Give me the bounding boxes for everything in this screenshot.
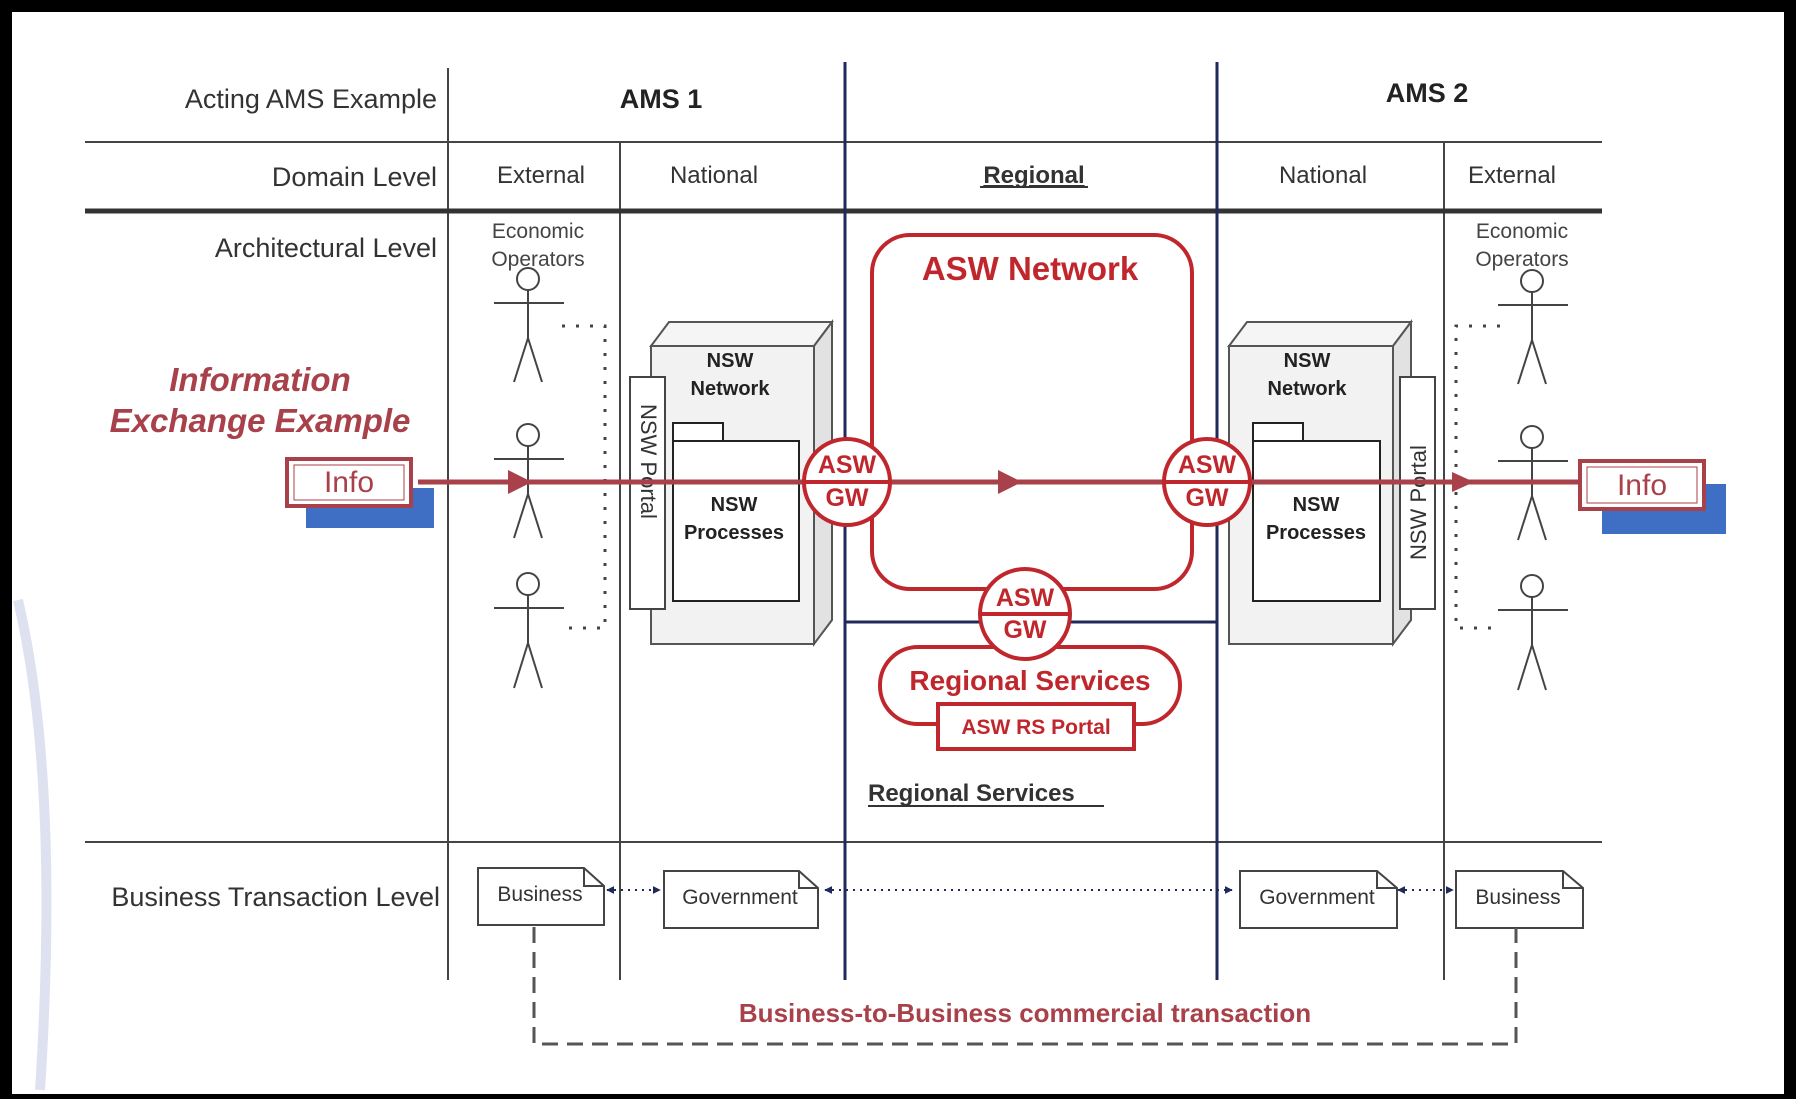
- asw-gw-bottom: ASW GW: [978, 567, 1072, 661]
- b2b-dashed-connector: [532, 927, 1518, 1046]
- b2b-transaction-label: Business-to-Business commercial transact…: [739, 998, 1311, 1028]
- nsw-right-portal: NSW Portal: [1406, 445, 1431, 560]
- nsw-right-network-line2: Network: [1268, 378, 1348, 400]
- domain-left-external: External: [497, 162, 585, 189]
- info-exchange-line1: Information: [169, 361, 350, 398]
- doc-right-business-label: Business: [1475, 886, 1560, 909]
- regional-services-label: Regional Services: [909, 665, 1150, 696]
- nsw-left-network-line2: Network: [691, 378, 771, 400]
- nsw-right-processes-line2: Processes: [1266, 522, 1366, 544]
- flow-arrow-icon: [1452, 472, 1474, 492]
- nsw-left-portal: NSW Portal: [636, 404, 661, 519]
- architectural-level-label: Architectural Level: [215, 233, 437, 263]
- asw-gw-bottom-line2: GW: [1003, 616, 1046, 644]
- eo-right-line2: Operators: [1475, 248, 1568, 271]
- ams1-label: AMS 1: [620, 84, 703, 114]
- flow-arrow-icon: [998, 470, 1022, 494]
- doc-right-business: Business: [1455, 870, 1584, 929]
- economic-operators-right: [1454, 269, 1568, 691]
- nsw-right-network-line1: NSW: [1284, 350, 1331, 372]
- eo-left-line2: Operators: [491, 248, 584, 271]
- person-icon: [1498, 269, 1568, 385]
- asw-gw-right-line1: ASW: [1178, 451, 1237, 479]
- nsw-left-network-line1: NSW: [707, 350, 754, 372]
- economic-operators-left: [494, 267, 607, 689]
- domain-regional: Regional: [983, 162, 1084, 189]
- doc-left-business-label: Business: [497, 883, 582, 906]
- info-left: Info: [285, 457, 434, 528]
- domain-right-external: External: [1468, 162, 1556, 189]
- info-left-label: Info: [324, 466, 374, 499]
- asw-gw-right: ASW GW: [1162, 437, 1252, 527]
- domain-right-national: National: [1279, 162, 1367, 189]
- acting-ams-label: Acting AMS Example: [185, 84, 437, 114]
- business-transaction-label: Business Transaction Level: [111, 882, 440, 912]
- nsw-left-processes-line2: Processes: [684, 522, 784, 544]
- asw-gw-left: ASW GW: [802, 437, 892, 527]
- nsw-left-processes-line1: NSW: [711, 494, 758, 516]
- asw-rs-portal-box: [936, 702, 1136, 751]
- nsw-right-box: NSW Network NSW Processes NSW Portal: [1227, 319, 1436, 647]
- doc-right-government: Government: [1239, 870, 1398, 929]
- asw-rs-portal-label: ASW RS Portal: [961, 716, 1110, 739]
- doc-left-government-label: Government: [682, 886, 798, 909]
- domain-level-label: Domain Level: [272, 162, 437, 192]
- info-right: Info: [1578, 459, 1726, 534]
- info-right-label: Info: [1617, 469, 1667, 502]
- asw-gw-left-line1: ASW: [818, 451, 877, 479]
- ams2-label: AMS 2: [1386, 78, 1469, 108]
- asw-gw-right-line2: GW: [1185, 484, 1228, 512]
- domain-left-national: National: [670, 162, 758, 189]
- nsw-left-box: NSW Network NSW Processes NSW Portal: [629, 319, 834, 647]
- person-icon: [1498, 574, 1568, 691]
- asw-network-label: ASW Network: [922, 250, 1139, 287]
- flow-arrow-icon: [508, 470, 532, 494]
- doc-right-government-label: Government: [1259, 886, 1375, 909]
- regional-services-caption: Regional Services: [868, 780, 1075, 807]
- person-icon: [1498, 425, 1568, 541]
- eo-left-line1: Economic: [492, 220, 584, 243]
- person-icon: [494, 572, 564, 689]
- background-swoosh: [13, 598, 52, 1091]
- asw-gw-left-line2: GW: [825, 484, 868, 512]
- info-exchange-line2: Exchange Example: [110, 402, 411, 439]
- doc-left-business: Business: [477, 867, 605, 926]
- person-icon: [494, 423, 564, 539]
- asw-gw-bottom-line1: ASW: [996, 584, 1055, 612]
- nsw-right-processes-line1: NSW: [1293, 494, 1340, 516]
- eo-right-line1: Economic: [1476, 220, 1568, 243]
- doc-left-government: Government: [663, 870, 819, 929]
- person-icon: [494, 267, 564, 383]
